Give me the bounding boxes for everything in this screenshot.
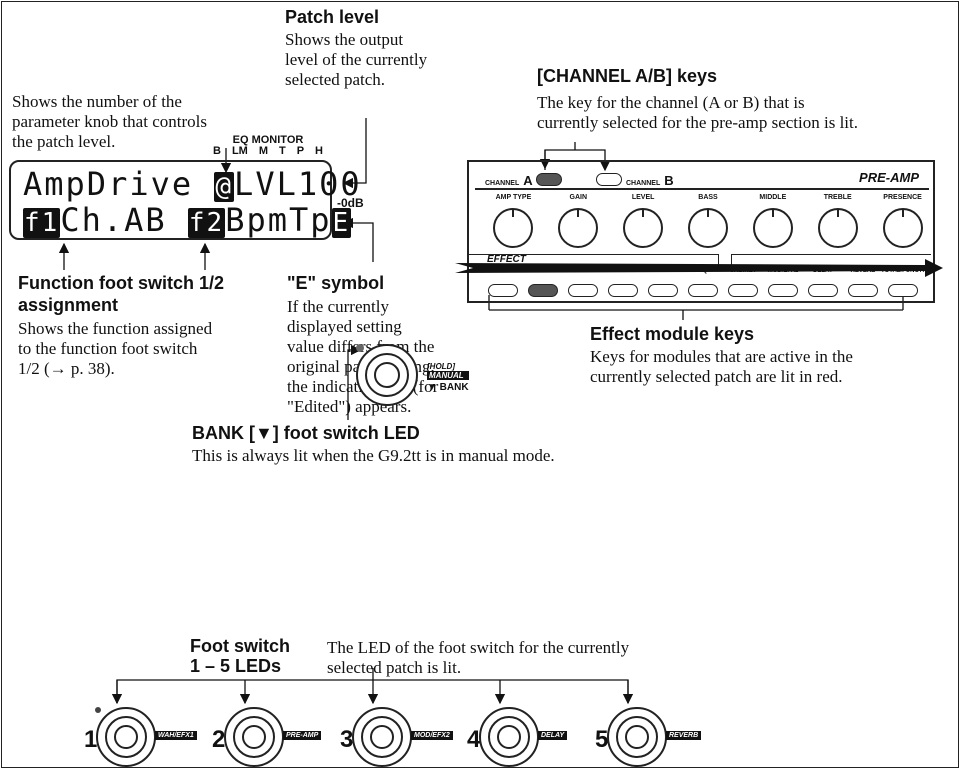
preamp-knob-1[interactable] [558, 208, 599, 248]
bank-led [356, 344, 364, 352]
knob-label-5: TREBLE [823, 194, 852, 201]
channel-a-label: CHANNEL A [485, 173, 533, 188]
effect-key-9[interactable] [848, 284, 878, 297]
preamp-knob-0[interactable] [493, 208, 534, 248]
knob-label-4: MIDDLE [759, 194, 787, 201]
knob-number-desc: Shows the number of the parameter knob t… [12, 92, 207, 151]
panel-divider [475, 188, 929, 190]
patch-level-title: Patch level [285, 7, 380, 27]
bank-foot-switch[interactable] [352, 340, 422, 410]
preamp-knobs: AMP TYPE GAIN LEVEL BASS MIDDLE TREBLE PRESENC… [469, 192, 937, 254]
lcd-line-1: AmpDrive @LVL100 [23, 165, 362, 203]
channel-a-key[interactable] [536, 173, 562, 186]
foot-switch-callout-title: Foot switch 1 – 5 LEDs [190, 636, 290, 676]
foot-switch-2[interactable] [223, 702, 285, 768]
foot-switch-label-3: MOD/EFX2 [411, 731, 453, 740]
effect-key-1[interactable] [528, 284, 558, 297]
foot-switch-number-3: 3 [340, 726, 354, 753]
preamp-knob-4[interactable] [752, 208, 793, 248]
channel-keys-title: [CHANNEL A/B] keys [537, 66, 718, 86]
effect-key-3[interactable] [608, 284, 638, 297]
foot-switch-led-1 [95, 707, 101, 713]
function-fs-callout: Function foot switch 1/2 assignment Show… [18, 273, 224, 378]
effect-signal-arrow [455, 259, 943, 277]
effect-key-10[interactable] [888, 284, 918, 297]
preamp-knob-2[interactable] [623, 208, 664, 248]
preamp-title: PRE-AMP [859, 170, 919, 185]
function-fs1-icon: f1 [23, 208, 61, 238]
function-fs2-icon: f2 [187, 208, 226, 238]
foot-switch-label-1: WAH/EFX1 [155, 731, 197, 740]
patch-level-callout: Patch level Shows the output level of th… [285, 7, 428, 89]
foot-switch-callout-desc: The LED of the foot switch for the curre… [327, 638, 630, 677]
eq-monitor-title: EQ MONITOR [232, 134, 304, 146]
foot-switch-1[interactable] [95, 702, 157, 768]
knob-label-2: LEVEL [631, 194, 655, 201]
eq-monitor: EQ MONITOR B LM M T P H [213, 134, 323, 157]
knob-label-1: GAIN [569, 194, 588, 201]
foot-switch-4[interactable] [478, 702, 540, 768]
foot-switch-number-1: 1 [84, 726, 98, 753]
effect-key-5[interactable] [688, 284, 718, 297]
bank-led-desc: This is always lit when the G9.2tt is in… [192, 446, 555, 465]
foot-switch-label-2: PRE-AMP [283, 731, 322, 740]
foot-switch-3[interactable] [351, 702, 413, 768]
preamp-panel: CHANNEL A CHANNEL B PRE-AMP AMP TYPE GAIN… [467, 160, 935, 303]
effect-module-keys-callout: Effect module keys Keys for modules that… [590, 324, 853, 386]
knob-label-0: AMP TYPE [495, 194, 532, 201]
preamp-knob-5[interactable] [817, 208, 858, 248]
e-symbol-arrow [342, 217, 374, 262]
zero-db-label: -0dB [337, 196, 364, 210]
patch-level-arrow [342, 118, 367, 189]
knob-label-6: PRESENCE [883, 194, 922, 201]
effect-divider-left [469, 254, 719, 270]
lcd-display: AmpDrive @LVL100 f1Ch.AB f2BpmTpE [9, 160, 360, 240]
effect-key-4[interactable] [648, 284, 678, 297]
effect-label: EFFECT [487, 254, 526, 265]
knob-number-icon: @ [214, 172, 235, 202]
effect-key-2[interactable] [568, 284, 598, 297]
effect-key-0[interactable] [488, 284, 518, 297]
foot-switch-label-5: REVERB [666, 731, 702, 740]
knob-label-3: BASS [698, 194, 718, 201]
preamp-knob-6[interactable] [882, 208, 923, 248]
foot-switch-row: 1 WAH/EFX1 2 PRE-AMP 3 MOD/EFX2 4 DELAY 5 REVERB [0, 700, 962, 770]
effect-key-8[interactable] [808, 284, 838, 297]
eq-monitor-bands: B LM M T P H [213, 145, 323, 157]
foot-switch-5[interactable] [606, 702, 668, 768]
channel-b-label: CHANNEL B [626, 173, 674, 188]
channel-b-key[interactable] [596, 173, 622, 186]
foot-switch-label-4: DELAY [538, 731, 568, 740]
foot-switch-number-2: 2 [212, 726, 226, 753]
effect-key-6[interactable] [728, 284, 758, 297]
edited-e-icon: E [331, 208, 352, 238]
lcd-line-2: f1Ch.AB f2BpmTpE [23, 201, 352, 239]
foot-switch-number-4: 4 [467, 726, 481, 753]
effect-key-7[interactable] [768, 284, 798, 297]
bank-led-arrow [347, 344, 362, 420]
foot-switch-number-5: 5 [595, 726, 609, 753]
bank-led-title: BANK [▼] foot switch LED [192, 423, 420, 443]
channel-keys-callout: [CHANNEL A/B] keys The key for the chann… [537, 66, 858, 132]
effect-divider-right [731, 254, 931, 270]
preamp-knob-3[interactable] [688, 208, 728, 248]
bank-switch-labels: [HOLD] MANUAL ▼ BANK [427, 362, 469, 393]
